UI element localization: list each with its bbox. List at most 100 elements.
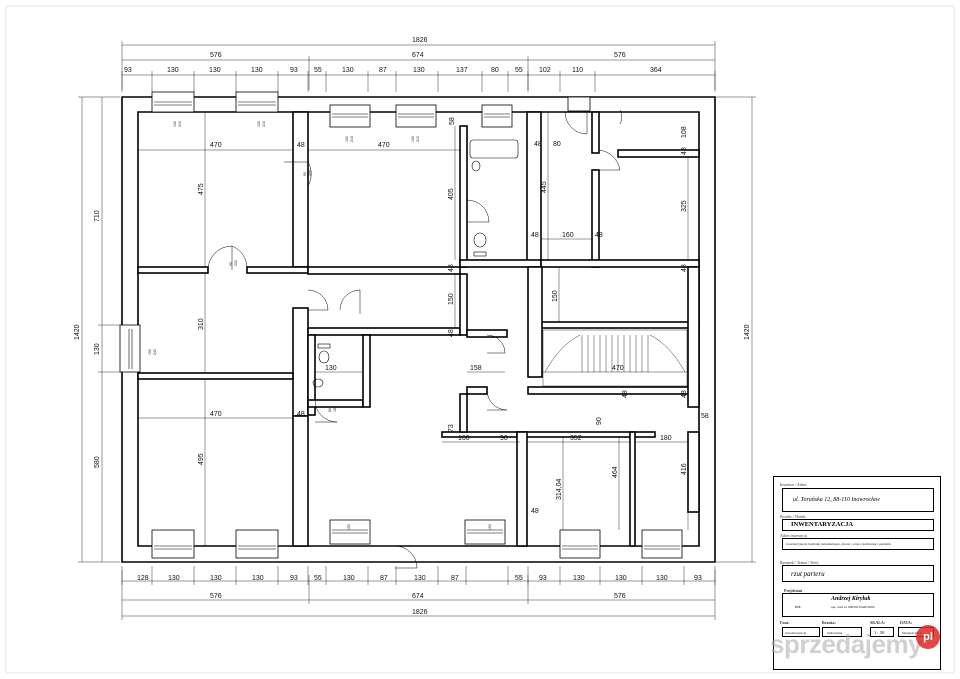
dim-left-seg-2: 130	[94, 343, 101, 355]
date-value: Sierpień 2018	[902, 631, 922, 635]
branch-value: budowlana	[827, 631, 843, 635]
dim-top-seg-10: 137	[456, 67, 468, 74]
dim-lower-90: 90	[500, 435, 508, 442]
watermark-badge: pl	[916, 625, 940, 649]
designer-box: inż. Andrzej Kiryluk upr. bud. nr 000/00…	[782, 593, 934, 617]
dim-stair-width: 470	[612, 365, 624, 372]
opening-label-2: 210	[178, 121, 182, 127]
dim-top-seg-4: 130	[251, 67, 263, 74]
investor-box: ul. Toruńska 12, 88-110 Inowrocław	[782, 488, 934, 512]
dim-bot-seg-2: 130	[168, 575, 180, 582]
dim-hall-width: 160	[562, 232, 574, 239]
project-box: INWENTARYZACJA	[782, 519, 934, 531]
top-dimensions: 1826 576 674 576 93 130 130 130 93 55 13…	[121, 37, 716, 92]
dim-wall-48-l: 48	[448, 329, 455, 337]
investor-address: ul. Toruńska 12, 88-110 Inowrocław	[793, 497, 880, 503]
dim-top-group-1: 576	[210, 52, 222, 59]
dim-room4-height: 310	[198, 318, 205, 330]
scale-value: 1 : 50	[874, 630, 885, 635]
designer-name: Andrzej Kiryluk	[831, 596, 871, 602]
dim-bot-group-3: 576	[614, 593, 626, 600]
dim-vest-width: 158	[470, 365, 482, 372]
dim-bot-seg-5: 93	[290, 575, 298, 582]
drawing-box: rzut parteru	[782, 565, 934, 582]
staircase	[542, 329, 688, 387]
right-dimensions: 1420	[716, 96, 756, 563]
date-caption: DATA:	[900, 620, 913, 625]
dim-bot-seg-7: 130	[343, 575, 355, 582]
dim-lower-73: 73	[448, 424, 455, 432]
interior-dimensions: 470 470 48 475 405 445 325 160 48 48 48 …	[138, 112, 709, 546]
opening-label-6: 210	[350, 136, 354, 142]
dim-top-group-2: 674	[412, 52, 424, 59]
dim-top-seg-9: 130	[413, 67, 425, 74]
windows	[128, 101, 680, 550]
scale-box: 1 : 50	[870, 627, 894, 637]
dim-corridor-height: 150	[448, 293, 455, 305]
dim-top-seg-7: 130	[342, 67, 354, 74]
dim-top-seg-14: 110	[572, 67, 583, 74]
drawing-caption: Rysunek / Temat / Treść	[780, 560, 819, 565]
dim-bot-seg-13: 130	[573, 575, 585, 582]
opening-label-3: 100	[257, 121, 261, 127]
phase-value: inwentaryzacja	[785, 631, 807, 635]
bottom-dimensions: 128 130 130 130 93 55 130 87 130 87 55 9…	[121, 566, 716, 620]
dim-bot-seg-16: 93	[694, 575, 702, 582]
opening-label-12: 200	[234, 260, 238, 266]
opening-label-9: 90	[303, 172, 307, 176]
designer-caption: Projektant	[784, 588, 803, 593]
scale-caption: SKALA:	[870, 620, 886, 625]
dim-hall2-height: 150	[552, 290, 559, 302]
dim-top-group-3: 576	[614, 52, 626, 59]
inv-address-caption: Adres inwestycji	[780, 533, 807, 538]
opening-label-13: 150	[148, 349, 152, 355]
dim-total-top: 1826	[412, 37, 428, 44]
dim-bot-seg-3: 130	[210, 575, 222, 582]
dim-bot-seg-12: 93	[539, 575, 547, 582]
designer-details: upr. bud. nr 000/00/WAB/2000	[831, 605, 875, 609]
left-dimensions: 1420 710 130 580	[74, 96, 122, 563]
dim-bot-seg-9: 130	[414, 575, 426, 582]
dim-bot-group-2: 674	[412, 593, 424, 600]
dim-top-seg-3: 130	[209, 67, 221, 74]
sheet-border	[5, 5, 955, 674]
dim-bot-total: 1826	[412, 609, 428, 616]
dim-bot-seg-15: 130	[656, 575, 668, 582]
dim-wall-48-k: 48	[681, 147, 688, 155]
dim-top-seg-11: 80	[491, 67, 499, 74]
opening-labels: 100 210 100 210 100 210 100 210 90 200 9…	[148, 121, 492, 530]
dim-lower-180: 180	[660, 435, 672, 442]
dim-bot-seg-10: 87	[451, 575, 459, 582]
opening-label-15: 150	[347, 524, 351, 530]
project-desc-box: inwentaryzacja budynku mieszkalnego, piw…	[782, 538, 934, 550]
phase-box: inwentaryzacja	[782, 627, 820, 637]
dim-top-seg-13: 102	[539, 67, 551, 74]
dim-wall-48-c: 48	[595, 232, 603, 239]
dim-room5-height: 495	[198, 453, 205, 465]
opening-label-11: 90	[229, 262, 233, 266]
dim-top-seg-6: 55	[314, 67, 322, 74]
dim-bot-seg-6: 55	[314, 575, 322, 582]
dim-wall-48-i: 48	[681, 264, 688, 272]
project-caption: Projekt / Obiekt	[780, 514, 806, 519]
opening-label-4: 210	[262, 121, 266, 127]
dim-lower-464: 464	[612, 466, 619, 478]
opening-label-14: 240	[153, 349, 157, 355]
dim-room2-width: 470	[378, 142, 390, 149]
dim-bot-seg-8: 87	[380, 575, 388, 582]
dim-bot-seg-11: 55	[515, 575, 523, 582]
opening-label-1: 100	[173, 121, 177, 127]
dim-room1-width: 470	[210, 142, 222, 149]
opening-label-8: 210	[416, 136, 420, 142]
dim-bot-seg-4: 130	[252, 575, 264, 582]
watermark-text: sprzedajemy	[770, 629, 923, 659]
dim-left-total: 1420	[74, 324, 81, 340]
dim-wall-48-d: 48	[448, 264, 455, 272]
dim-lower-352: 352	[570, 435, 582, 442]
dim-room1-height: 475	[198, 183, 205, 195]
dim-right-108: 108	[681, 126, 688, 138]
dim-lower-90b: 90	[596, 417, 603, 425]
opening-label-5: 100	[345, 136, 349, 142]
dim-hall-80: 80	[553, 141, 561, 148]
